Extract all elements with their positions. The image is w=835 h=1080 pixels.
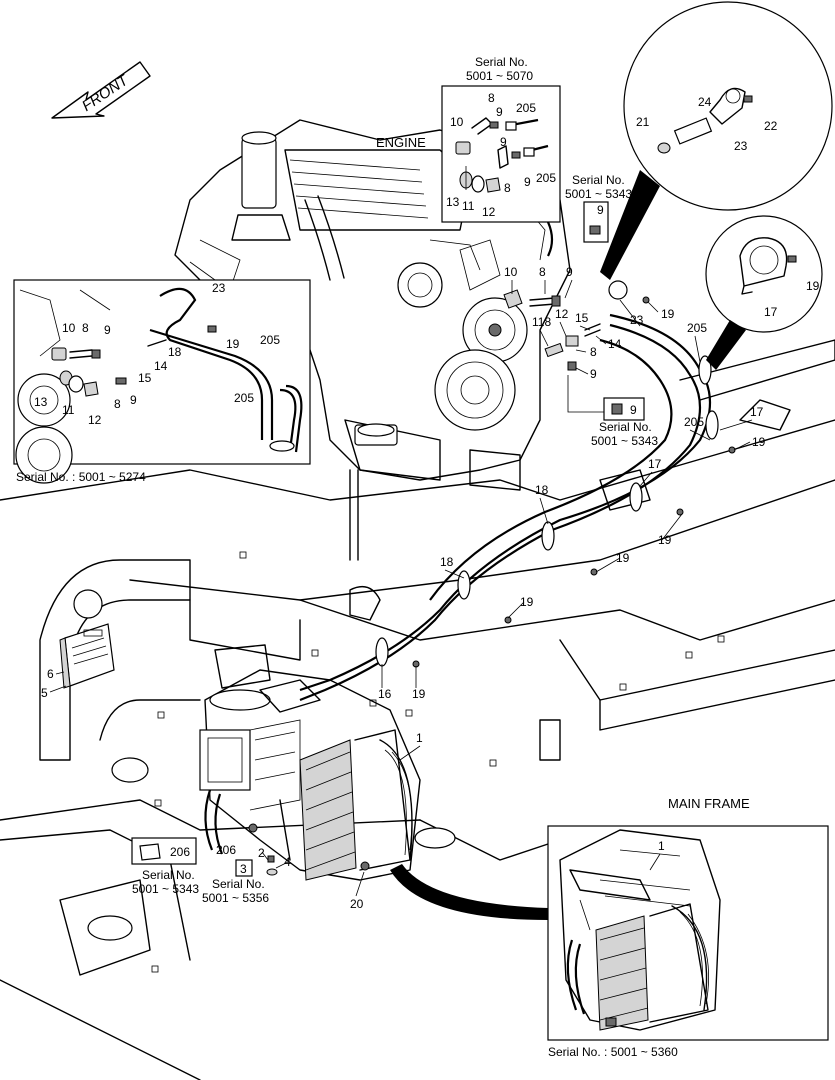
callout-205-top-b: 205 (536, 171, 556, 185)
callout-5: 5 (41, 686, 48, 700)
callout-12-main: 12 (555, 307, 569, 321)
callout-12-top: 12 (482, 205, 496, 219)
callout-14-main: 14 (608, 337, 622, 351)
serial-mid-title: Serial No. (599, 420, 652, 434)
callout-8-left: 8 (82, 321, 89, 335)
callout-9-main: 9 (566, 265, 573, 279)
callout-8-main-b: 8 (590, 345, 597, 359)
engine-drawing (174, 119, 571, 561)
callout-14-left: 14 (154, 359, 168, 373)
callout-18-left: 18 (168, 345, 182, 359)
front-arrow-icon: FRONT (51, 61, 151, 119)
callout-21: 21 (636, 115, 650, 129)
callout-13-left: 13 (34, 395, 48, 409)
callout-19-left: 19 (226, 337, 240, 351)
callout-22: 22 (764, 119, 778, 133)
callout-18-main-a: 18 (535, 483, 549, 497)
hvac-unit (199, 644, 421, 881)
callout-8-top: 8 (488, 91, 495, 105)
main-frame-title: MAIN FRAME (668, 796, 750, 811)
callout-15-left: 15 (138, 371, 152, 385)
callout-17-circle: 17 (764, 305, 778, 319)
inset-top-fittings: Serial No. 5001 ~ 5070 8 9 205 10 9 9 20… (441, 55, 561, 257)
callout-11-left: 11 (62, 403, 75, 417)
callout-23-circle: 23 (734, 139, 748, 153)
callout-9-top-c: 9 (524, 175, 531, 189)
callout-9-top: 9 (496, 105, 503, 119)
callout-16: 16 (378, 687, 392, 701)
callout-23-main: 23 (630, 313, 644, 327)
callout-10-top: 10 (450, 115, 464, 129)
callout-9-left: 9 (104, 323, 111, 337)
controller-module (59, 623, 115, 689)
callout-10-left: 10 (62, 321, 76, 335)
callout-11-top: 11 (462, 199, 475, 213)
leader-lines (49, 279, 753, 897)
callout-19-main-d: 19 (616, 551, 630, 565)
serial-left-inset: Serial No. : 5001 ~ 5274 (16, 470, 146, 484)
serial-206-title: Serial No. (142, 868, 195, 882)
callout-17-main-b: 17 (648, 457, 662, 471)
callout-8-top-b: 8 (504, 181, 511, 195)
inset-main-frame-box (547, 825, 829, 1041)
callout-10-main: 10 (504, 265, 518, 279)
callout-8-left-b: 8 (114, 397, 121, 411)
callout-19-main-a: 19 (661, 307, 675, 321)
callout-19-main-b: 19 (752, 435, 766, 449)
inset-circle-bracket: 24 21 22 23 (600, 1, 833, 280)
serial-clamp-title: Serial No. (572, 173, 625, 187)
serial-top-range: 5001 ~ 5070 (466, 69, 533, 83)
callout-24: 24 (698, 95, 712, 109)
callout-19-main-c: 19 (658, 533, 672, 547)
callout-15-main: 15 (575, 311, 589, 325)
callout-13-top: 13 (446, 195, 460, 209)
serial-206-range: 5001 ~ 5343 (132, 882, 199, 896)
callout-8-main: 8 (539, 265, 546, 279)
inset-clamp-box: Serial No. 5001 ~ 5343 9 (565, 173, 632, 243)
callout-205-main-b: 205 (684, 415, 704, 429)
serial-mid-range: 5001 ~ 5343 (591, 434, 658, 448)
callout-205-left-b: 205 (234, 391, 254, 405)
inset-bottom-206: 206 Serial No. 5001 ~ 5343 (131, 837, 199, 896)
callout-1-inset: 1 (658, 839, 665, 853)
callout-206-main: 206 (216, 843, 236, 857)
callout-9-mid: 9 (630, 403, 637, 417)
callout-6: 6 (47, 667, 54, 681)
serial-main-frame-inset: Serial No. : 5001 ~ 5360 (548, 1045, 678, 1059)
serial-top-title: Serial No. (475, 55, 528, 69)
callout-9-main-b: 9 (590, 367, 597, 381)
callout-9-clamp: 9 (597, 203, 604, 217)
serial-3-range: 5001 ~ 5356 (202, 891, 269, 905)
engine-title: ENGINE (376, 135, 426, 150)
main-frame-drawing (0, 339, 835, 1080)
callout-9-top-b: 9 (500, 135, 507, 149)
inset-circle-clamp: 19 17 (705, 215, 823, 370)
callout-206-box: 206 (170, 845, 190, 859)
inset-mid-clamp: 9 Serial No. 5001 ~ 5343 (591, 397, 658, 448)
callout-12-left: 12 (88, 413, 102, 427)
callout-18-main-b: 18 (440, 555, 454, 569)
callout-9-left-b: 9 (130, 393, 137, 407)
callout-23-left: 23 (212, 281, 226, 295)
callout-3: 3 (240, 862, 247, 876)
heater-hoses (299, 296, 736, 702)
inset-main-frame: MAIN FRAME 1 Serial No. : 5001 ~ 5360 (390, 796, 829, 1059)
serial-3-title: Serial No. (212, 877, 265, 891)
inset-left-hoses: 23 10 8 9 18 19 205 14 15 13 11 8 9 12 2… (13, 279, 311, 484)
callout-118-main: 118 (532, 315, 551, 329)
callout-1-main: 1 (416, 731, 423, 745)
serial-clamp-range: 5001 ~ 5343 (565, 187, 632, 201)
callout-2: 2 (258, 846, 265, 860)
callout-17-main-a: 17 (750, 405, 764, 419)
inset-bottom-3: 3 Serial No. 5001 ~ 5356 (202, 855, 278, 905)
callout-19-main-e: 19 (520, 595, 534, 609)
callout-19-circle: 19 (806, 279, 820, 293)
callout-205-main: 205 (687, 321, 707, 335)
callout-20: 20 (350, 897, 364, 911)
callout-205-left: 205 (260, 333, 280, 347)
engine-fittings (503, 280, 628, 413)
callout-19-main-f: 19 (412, 687, 426, 701)
callout-205-top: 205 (516, 101, 536, 115)
